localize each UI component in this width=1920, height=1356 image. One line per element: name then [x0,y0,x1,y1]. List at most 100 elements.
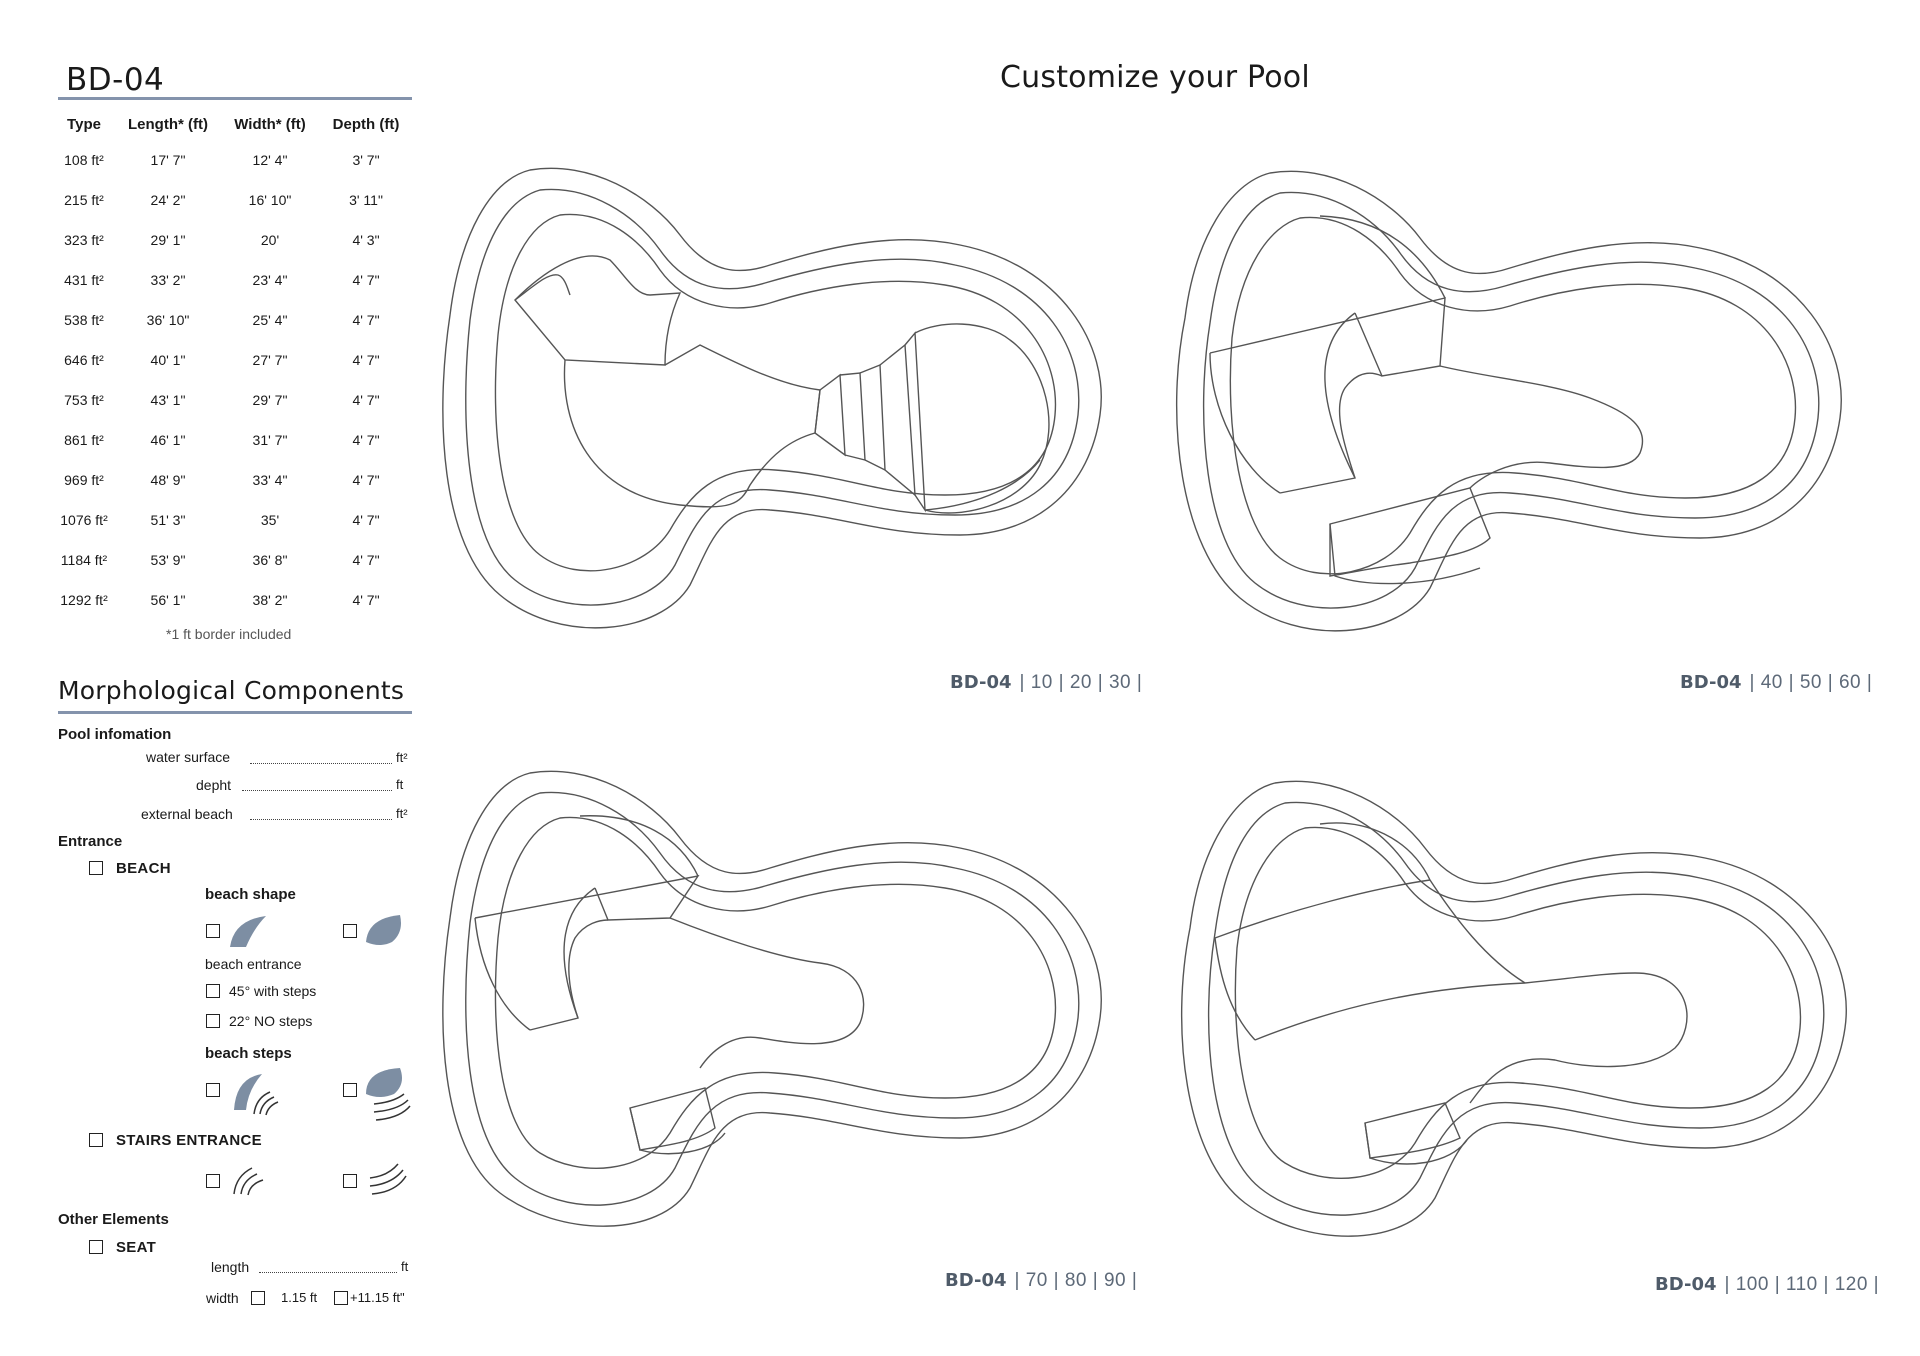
cell-width: 27' 7" [252,352,288,368]
cell-width: 31' 7" [252,432,288,448]
cell-length: 36' 10" [146,312,190,328]
pool-diagram-1 [442,167,1102,629]
cell-width: 36' 8" [252,552,288,568]
pool-diagram-3 [442,770,1102,1227]
depth-label: depht [196,777,232,793]
seat-length-field[interactable] [259,1272,397,1273]
cell-type: 538 ft² [64,312,104,328]
beach-checkbox[interactable] [89,861,103,875]
cell-width: 25' 4" [252,312,288,328]
cell-depth: 4' 7" [352,592,380,608]
main-title: Customize your Pool [1000,60,1310,95]
cell-width: 16' 10" [248,192,292,208]
cell-depth: 4' 7" [352,552,380,568]
diagram-1-code: BD-04 [950,672,1012,693]
cell-length: 51' 3" [150,512,186,528]
cell-type: 646 ft² [64,352,104,368]
cell-length: 53' 9" [150,552,186,568]
cell-type: 1292 ft² [60,592,108,608]
external-beach-unit: ft² [396,806,408,821]
seat-width-option-2-checkbox[interactable] [334,1291,348,1305]
stairs-option-1-checkbox[interactable] [206,1174,220,1188]
column-header-width: Width* (ft) [234,115,306,133]
cell-depth: 4' 7" [352,392,380,408]
cell-depth: 4' 3" [352,232,380,248]
seat-width-option-1-checkbox[interactable] [251,1291,265,1305]
components-divider [58,711,412,714]
model-title: BD-04 [66,62,165,98]
diagram-3-caption: BD-04| 70 | 80 | 90 | [945,1270,1137,1292]
beach-steps-heading: beach steps [205,1045,292,1062]
beach-steps-round-icon [366,1068,411,1121]
cell-length: 46' 1" [150,432,186,448]
pool-diagram-2 [1175,170,1842,632]
depth-field[interactable] [242,790,392,791]
cell-width: 38' 2" [252,592,288,608]
entrance-heading: Entrance [58,833,123,850]
beach-shape-option-2-checkbox[interactable] [343,924,357,938]
diagram-4-sizes: | 100 | 110 | 120 | [1724,1274,1880,1295]
cell-type: 323 ft² [64,232,104,248]
cell-length: 33' 2" [150,272,186,288]
column-header-type: Type [67,115,101,133]
seat-width-label: width [206,1290,239,1306]
title-divider [58,97,412,100]
cell-width: 29' 7" [252,392,288,408]
components-title: Morphological Components [58,676,405,705]
table-row: 538 ft² 36' 10" 25' 4" 4' 7" [52,300,412,340]
beach-steps-option-2-checkbox[interactable] [343,1083,357,1097]
table-row: 431 ft² 33' 2" 23' 4" 4' 7" [52,260,412,300]
diagram-2-code: BD-04 [1680,672,1742,693]
spec-table-header: Type Length* (ft) Width* (ft) Depth (ft) [52,108,412,140]
stairs-round-icon [369,1163,407,1195]
cell-type: 431 ft² [64,272,104,288]
stairs-option-2-checkbox[interactable] [343,1174,357,1188]
table-footnote: *1 ft border included [166,626,292,642]
beach-steps-option-1-checkbox[interactable] [206,1083,220,1097]
pool-diagram-4 [1180,780,1847,1237]
no-steps-checkbox[interactable] [206,1014,220,1028]
water-surface-label: water surface [146,749,231,765]
beach-entrance-label: beach entrance [205,956,302,972]
other-elements-heading: Other Elements [58,1211,169,1228]
cell-type: 861 ft² [64,432,104,448]
cell-depth: 4' 7" [352,512,380,528]
diagram-2-sizes: | 40 | 50 | 60 | [1749,672,1873,693]
cell-depth: 4' 7" [352,352,380,368]
cell-depth: 4' 7" [352,272,380,288]
stairs-entrance-label: STAIRS ENTRANCE [116,1132,262,1149]
cell-width: 33' 4" [252,472,288,488]
diagram-2-caption: BD-04 | 40 | 50 | 60 | [1680,672,1872,694]
beach-steps-curved-icon [234,1074,279,1116]
diagram-4-caption: BD-04| 100 | 110 | 120 | [1655,1274,1879,1296]
seat-checkbox[interactable] [89,1240,103,1254]
cell-length: 48' 9" [150,472,186,488]
beach-shape-option-1-checkbox[interactable] [206,924,220,938]
cell-length: 40' 1" [150,352,186,368]
external-beach-field[interactable] [250,819,392,820]
cell-type: 753 ft² [64,392,104,408]
cell-depth: 4' 7" [352,312,380,328]
diagram-1-caption: BD-04 | 10 | 20 | 30 | [950,672,1142,694]
table-row: 646 ft² 40' 1" 27' 7" 4' 7" [52,340,412,380]
diagram-1-sizes: | 10 | 20 | 30 | [1019,672,1143,693]
diagram-3-code: BD-04 [945,1270,1007,1291]
seat-width-option-1-label: 1.15 ft [281,1290,318,1305]
beach-shape-round-icon [366,915,401,945]
cell-type: 1076 ft² [60,512,108,528]
spec-table: Type Length* (ft) Width* (ft) Depth (ft)… [52,108,412,620]
column-header-depth: Depth (ft) [332,115,400,133]
cell-width: 23' 4" [252,272,288,288]
water-surface-field[interactable] [250,763,392,764]
with-steps-checkbox[interactable] [206,984,220,998]
cell-width: 12' 4" [252,152,288,168]
cell-depth: 4' 7" [352,472,380,488]
cell-type: 108 ft² [64,152,104,168]
stairs-entrance-checkbox[interactable] [89,1133,103,1147]
